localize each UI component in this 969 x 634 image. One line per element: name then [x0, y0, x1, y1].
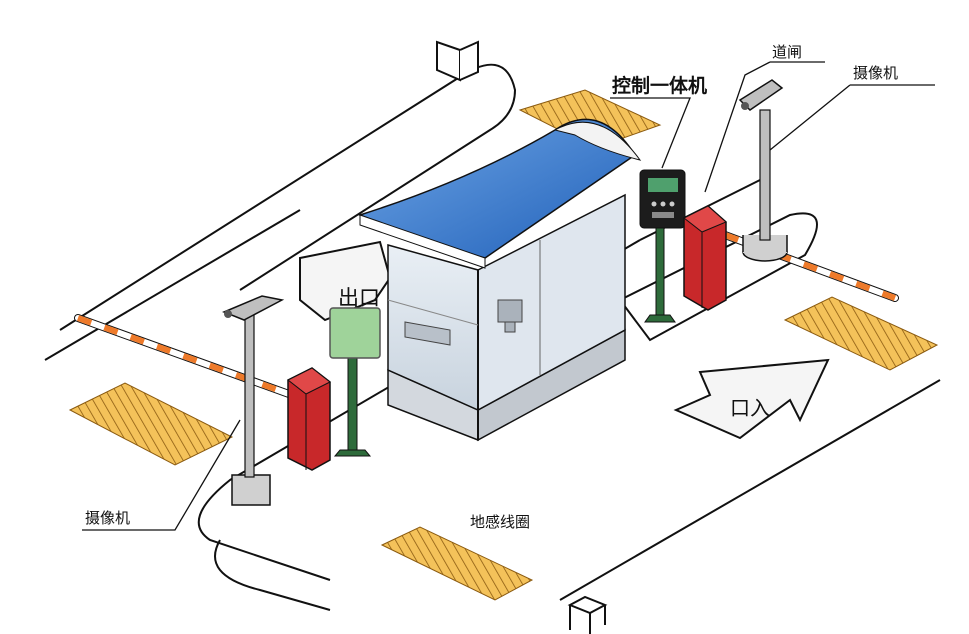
camera-right-label: 摄像机 [853, 64, 898, 82]
camera-left-label: 摄像机 [85, 509, 130, 527]
camera-right [738, 79, 788, 262]
road-outline [44, 63, 941, 611]
loop-detector-pad-bottom [380, 526, 534, 601]
controller-terminal [639, 169, 686, 323]
loop-detector-pad-right [783, 296, 939, 371]
guard-booth [357, 118, 642, 442]
exit-arrow-sign: 出口 [299, 240, 392, 322]
camera-left [222, 295, 285, 506]
entrance-label: 口入 [730, 396, 770, 420]
entrance-arrow-sign: 口入 [673, 358, 830, 440]
post-bottom [567, 595, 608, 634]
controller-label: 控制一体机 [612, 74, 707, 97]
exit-info-sign [329, 307, 381, 457]
barrier-gate-left [74, 314, 331, 471]
exit-label: 出口 [338, 286, 380, 310]
loop-detector-pad-left [68, 382, 234, 466]
barrier-gate-label: 道闸 [772, 43, 802, 61]
loop-detector-label: 地感线圈 [470, 513, 530, 531]
leader-lines [82, 61, 935, 531]
post-top [436, 40, 479, 82]
